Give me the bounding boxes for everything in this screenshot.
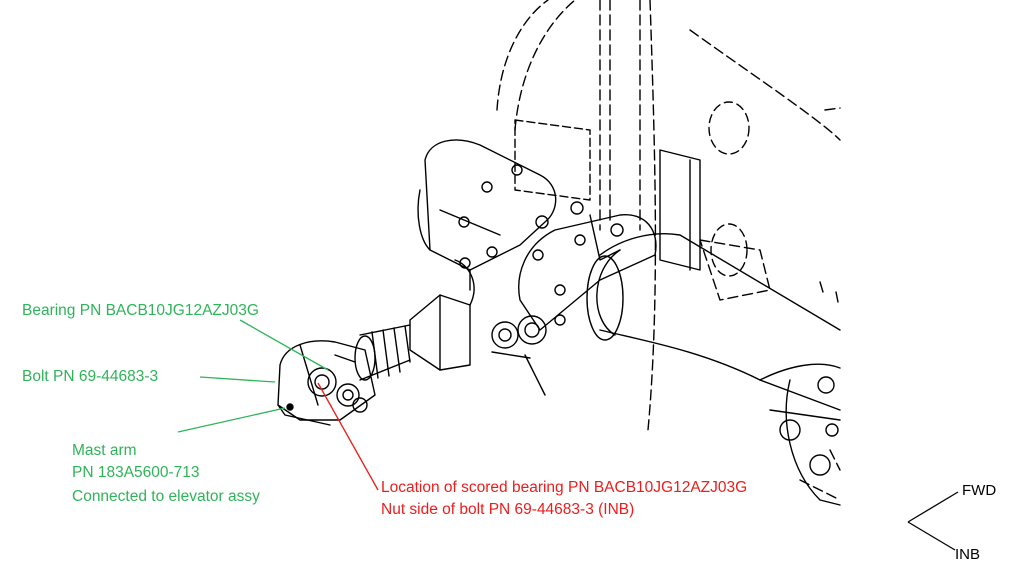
pivot-housing xyxy=(417,139,557,291)
scored-bearing-label-line2: Nut side of bolt PN 69-44683-3 (INB) xyxy=(381,501,635,518)
mast-arm-label-line3: Connected to elevator assy xyxy=(72,488,260,505)
torque-tube xyxy=(586,233,841,506)
bolt-label: Bolt PN 69-44683-3 xyxy=(22,368,159,385)
fwd-label: FWD xyxy=(962,482,997,499)
crank-plate xyxy=(518,201,657,331)
lightening-hole-lower xyxy=(710,223,748,277)
bearing-label: Bearing PN BACB10JG12AZJ03G xyxy=(22,302,259,319)
mast-arm-label-line2: PN 183A5600-713 xyxy=(72,464,200,481)
bolt-leader xyxy=(199,376,276,383)
push-rod xyxy=(354,324,411,381)
scored-bearing-leader xyxy=(317,382,379,491)
bearing-leader xyxy=(239,319,329,371)
bulkhead-structure xyxy=(496,0,841,501)
orientation-indicator xyxy=(907,491,959,551)
rod-end-assembly xyxy=(277,340,376,426)
scored-bearing-label-line1: Location of scored bearing PN BACB10JG12… xyxy=(381,479,748,496)
mast-arm-label-line1: Mast arm xyxy=(72,442,137,459)
clevis-fitting xyxy=(409,259,547,396)
lightening-hole-upper xyxy=(708,101,750,155)
mast-arm-leader xyxy=(177,407,286,433)
inb-label: INB xyxy=(955,546,981,563)
